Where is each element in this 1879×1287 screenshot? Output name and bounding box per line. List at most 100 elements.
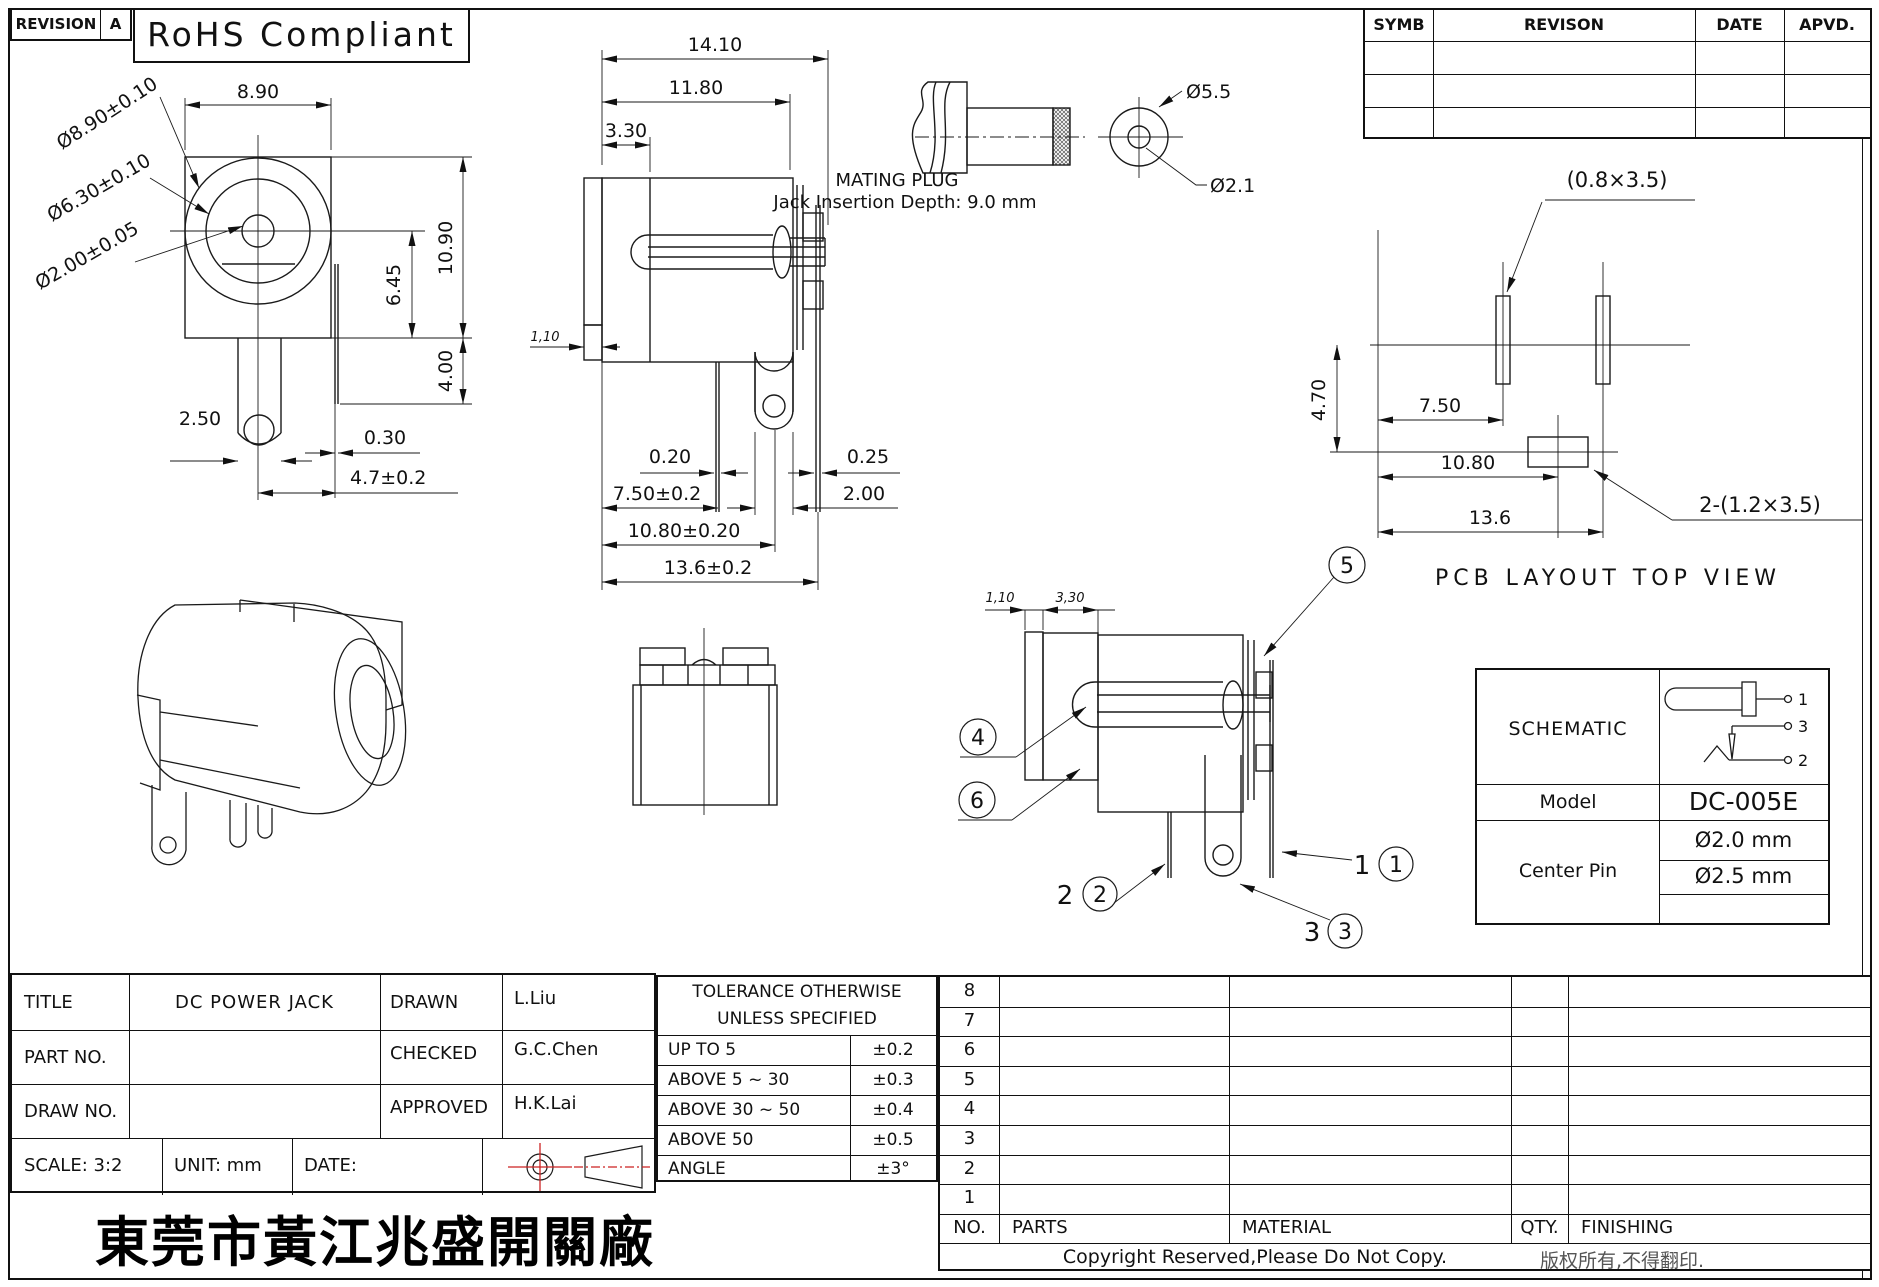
copyright-en: Copyright Reserved,Please Do Not Copy. [1062, 1246, 1448, 1268]
callout-2-circled: 2 [1093, 883, 1107, 908]
dim-1090: 10.90 [435, 221, 457, 275]
dim-030: 0.30 [364, 427, 406, 449]
rohs-box: RoHS Compliant [133, 8, 470, 63]
center-pin-label: Center Pin [1518, 860, 1618, 882]
pcb-dim-h2: 10.80 [1441, 452, 1495, 474]
projection-symbol [508, 1143, 650, 1191]
revision-label: REVISION [12, 10, 101, 39]
row-num-3: 3 [963, 1128, 976, 1149]
unit-label: UNIT: mm [174, 1155, 262, 1176]
tol-range-4: ANGLE [668, 1159, 726, 1179]
schematic-pin3: 3 [1798, 717, 1808, 736]
revision-value: A [109, 15, 122, 33]
row-num-7: 7 [963, 1010, 976, 1031]
callout-6: 6 [970, 789, 984, 814]
schematic-pin2: 2 [1798, 751, 1808, 770]
drawn-label: DRAWN [390, 992, 459, 1013]
tol-range-1: ABOVE 5 ~ 30 [668, 1070, 790, 1090]
callout-dim-plate: 1,10 [986, 591, 1015, 606]
inner-right-border [1862, 139, 1863, 1280]
revision-box: REVISION A [10, 8, 132, 41]
tolerance-table: TOLERANCE OTHERWISE UNLESS SPECIFIED UP … [656, 975, 938, 1182]
label-dia-mid: Ø6.30±0.10 [44, 150, 155, 227]
tolerance-header-1: TOLERANCE OTHERWISE [692, 982, 902, 1002]
tol-val-2: ±0.4 [872, 1100, 914, 1120]
tol-val-4: ±3° [876, 1159, 910, 1179]
rohs-label: RoHS Compliant [147, 15, 456, 54]
front-view: 8.90 Ø8.90±0.10 Ø6.30±0.10 Ø2.00±0.05 6.… [32, 73, 472, 500]
schematic-pin1: 1 [1798, 690, 1808, 709]
revision-history-table: SYMB REVISON DATE APVD. [1363, 8, 1872, 139]
tol-range-0: UP TO 5 [668, 1040, 737, 1060]
tol-val-3: ±0.5 [872, 1130, 914, 1150]
mating-plug-title: MATING PLUG [836, 170, 959, 191]
center-pin-dia1: Ø2.0 mm [1694, 828, 1793, 852]
callout-3-circled: 3 [1338, 920, 1352, 945]
qty-header: QTY. [1520, 1217, 1559, 1238]
date-label: DATE: [304, 1155, 357, 1176]
pcb-dim-v: 4.70 [1308, 379, 1330, 421]
dim-020: 0.20 [649, 446, 691, 468]
draw-no-label: DRAW NO. [24, 1101, 118, 1122]
pcb-layout-view: (0.8×3.5) 4.70 7.50 10.80 13.6 2-(1.2×3.… [1308, 168, 1862, 591]
callout-dim-front: 3,30 [1056, 591, 1085, 606]
callout-4: 4 [971, 726, 985, 751]
tol-range-2: ABOVE 30 ~ 50 [668, 1100, 801, 1120]
callout-1-circled: 1 [1389, 853, 1403, 878]
mating-plug-view: Ø5.5 Ø2.1 MATING PLUG Jack Insertion Dep… [772, 81, 1255, 213]
dim-750: 7.50±0.2 [613, 483, 701, 505]
callout-5: 5 [1340, 554, 1354, 579]
tol-val-1: ±0.3 [872, 1070, 914, 1090]
tol-range-3: ABOVE 50 [668, 1130, 754, 1150]
pcb-pad-label: 2-(1.2×3.5) [1699, 493, 1821, 517]
center-pin-dia2: Ø2.5 mm [1694, 864, 1793, 888]
company-name: 東莞市黃江兆盛開關廠 [95, 1211, 655, 1274]
pcb-dim-h3: 13.6 [1469, 507, 1511, 529]
callout-3-plain: 3 [1304, 918, 1321, 948]
rev-col-date: DATE [1716, 15, 1763, 34]
label-dia-pin: Ø2.00±0.05 [32, 218, 143, 295]
dim-330: 3.30 [605, 120, 647, 142]
dim-front-width: 8.90 [237, 81, 279, 103]
approved-value: H.K.Lai [514, 1093, 577, 1114]
callout-2-plain: 2 [1057, 881, 1074, 911]
dim-1410: 14.10 [688, 34, 742, 56]
copyright-cn: 版权所有,不得翻印. [1540, 1250, 1705, 1272]
title-value: DC POWER JACK [175, 992, 334, 1013]
material-header: MATERIAL [1242, 1217, 1331, 1238]
pcb-slot-label: (0.8×3.5) [1567, 168, 1668, 192]
side-view: 14.10 11.80 3.30 1,10 0.20 0.25 7.50±0.2… [530, 34, 900, 590]
schematic-symbol: 1 3 2 [1664, 681, 1808, 770]
dim-200: 2.00 [843, 483, 885, 505]
parts-header: PARTS [1012, 1217, 1068, 1238]
pcb-dim-h1: 7.50 [1419, 395, 1461, 417]
model-label: Model [1539, 791, 1597, 813]
scale-label: SCALE: 3:2 [24, 1155, 123, 1176]
title-block: TITLE DC POWER JACK DRAWN L.Liu PART NO.… [10, 973, 656, 1195]
pcb-layout-title: PCB LAYOUT TOP VIEW [1435, 566, 1781, 591]
dim-110: 1,10 [531, 330, 560, 345]
model-value: DC-005E [1688, 787, 1799, 816]
drawn-value: L.Liu [514, 988, 557, 1009]
checked-label: CHECKED [390, 1043, 478, 1064]
rev-col-apvd: APVD. [1799, 15, 1855, 34]
row-num-1: 1 [963, 1187, 976, 1208]
mating-plug-subtitle: Jack Insertion Depth: 9.0 mm [772, 192, 1036, 213]
dim-645: 6.45 [383, 264, 405, 306]
checked-value: G.C.Chen [514, 1039, 599, 1060]
label-dia-outer: Ø8.90±0.10 [53, 73, 162, 154]
callout-view: 1,10 3,30 5 4 6 2 2 3 3 1 1 [958, 546, 1414, 949]
rev-col-revison: REVISON [1523, 15, 1605, 34]
title-label: TITLE [24, 992, 73, 1013]
rear-view [632, 628, 778, 815]
approved-label: APPROVED [390, 1097, 488, 1118]
plug-dia-inner: Ø2.1 [1210, 175, 1255, 197]
dim-1080: 10.80±0.20 [628, 520, 741, 542]
dim-47: 4.7±0.2 [350, 467, 426, 489]
schematic-label: SCHEMATIC [1508, 718, 1628, 740]
dim-250: 2.50 [179, 408, 221, 430]
dim-136: 13.6±0.2 [664, 557, 752, 579]
part-no-label: PART NO. [24, 1047, 107, 1068]
row-num-6: 6 [963, 1039, 976, 1060]
